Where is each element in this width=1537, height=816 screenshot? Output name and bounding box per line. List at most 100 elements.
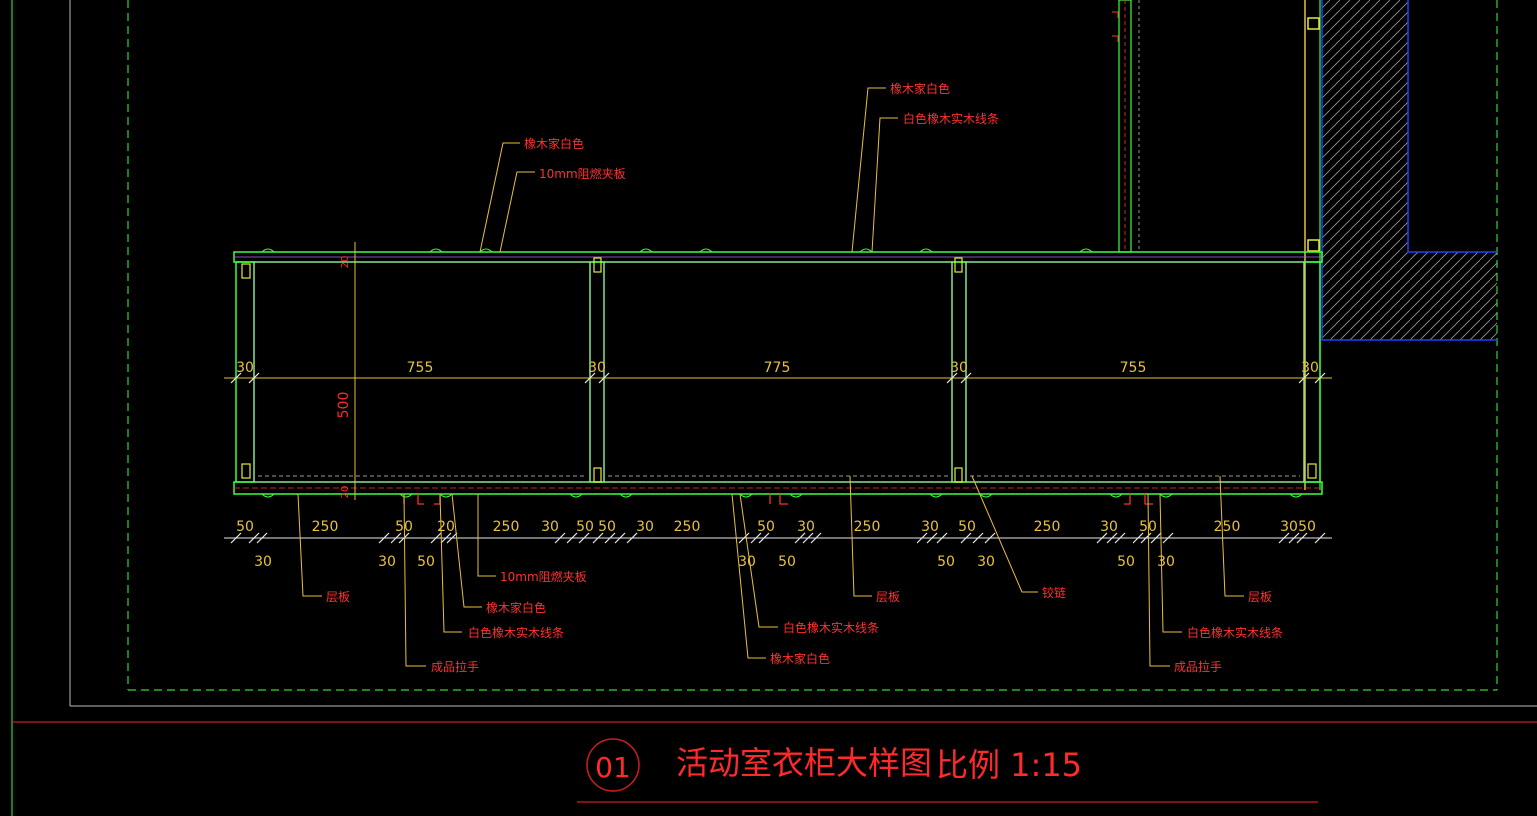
dim-bottom: 50: [236, 519, 254, 535]
wardrobe-plan: [233, 248, 1323, 505]
dimension-tick: [446, 532, 458, 544]
dim-bottom-lower: 50: [1117, 554, 1135, 570]
dim-bottom: 20: [437, 519, 455, 535]
dimension-tick: [794, 532, 806, 544]
annotation-label: 成品拉手: [1174, 659, 1222, 674]
dimension-tick: [398, 532, 410, 544]
dim-top-divider-2: 30: [950, 360, 968, 376]
dimension-tick: [390, 532, 402, 544]
dimension-tick: [1298, 372, 1310, 384]
dim-bottom: 250: [674, 519, 701, 535]
dimension-lines: [224, 242, 1332, 544]
dimension-tick: [1314, 372, 1326, 384]
dimension-tick: [946, 372, 958, 384]
dim-bottom-lower: 30: [378, 554, 396, 570]
dimension-tick: [738, 532, 750, 544]
dimension-tick: [626, 532, 638, 544]
dim-bottom: 50: [598, 519, 616, 535]
title-block: 01 活动室衣柜大样图 比例 1:15: [577, 738, 1318, 803]
dim-bottom: 50: [958, 519, 976, 535]
annotation-label: 橡木家白色: [890, 81, 950, 96]
dim-bottom: 250: [1214, 519, 1241, 535]
annotation-label: 层板: [1248, 590, 1272, 604]
drawing-title: 活动室衣柜大样图: [676, 744, 932, 782]
dim-bottom: 30: [797, 519, 815, 535]
dim-bottom: 250: [312, 519, 339, 535]
dimension-tick: [578, 532, 590, 544]
dim-top-bay-2: 775: [764, 360, 791, 376]
bottom-dimensions-upper: 50 250 50 20 250 30 50 50 30 250 50 30 2…: [236, 519, 1316, 535]
annotation-label: 橡木家白色: [770, 651, 830, 666]
dimension-tick: [566, 532, 578, 544]
dim-bottom: 30: [636, 519, 654, 535]
dim-top-bay-1: 755: [407, 360, 434, 376]
dim-bottom-lower: 30: [254, 554, 272, 570]
dimension-tick: [1150, 532, 1162, 544]
dimension-tick: [1140, 532, 1152, 544]
bottom-dimensions-lower: 30 30 50 30 50 50 30 50 30: [254, 554, 1175, 570]
dimension-tick: [554, 532, 566, 544]
dim-top-side-left: 30: [236, 360, 254, 376]
dimension-tick: [960, 372, 972, 384]
annotation-label: 白色橡木实木线条: [468, 625, 564, 640]
annotation-label: 橡木家白色: [486, 600, 546, 615]
annotation-label: 白色橡木实木线条: [903, 111, 999, 126]
dimension-tick: [598, 372, 610, 384]
dimension-tick: [256, 532, 268, 544]
annotation-label: 白色橡木实木线条: [1187, 625, 1283, 640]
dim-top-bay-3: 755: [1120, 360, 1147, 376]
dimension-tick: [614, 532, 626, 544]
dim-bottom: 30: [921, 519, 939, 535]
dim-bottom: 50: [1298, 519, 1316, 535]
annotation-label: 成品拉手: [431, 659, 479, 674]
leader-lines: [297, 87, 1244, 667]
annotation-label: 层板: [876, 590, 900, 604]
dim-bottom-lower: 50: [417, 554, 435, 570]
dimension-tick: [604, 532, 616, 544]
dimension-tick: [802, 532, 814, 544]
annotations-top: 橡木家白色 10mm阻燃夹板 橡木家白色 白色橡木实木线条: [524, 81, 999, 181]
dim-depth-bottom: 20: [340, 486, 351, 499]
dim-top-side-right: 30: [1301, 360, 1319, 376]
dimension-tick: [230, 372, 242, 384]
dimension-tick: [1162, 532, 1174, 544]
dim-bottom: 250: [854, 519, 881, 535]
dimension-tick: [758, 532, 770, 544]
dimension-tick: [248, 532, 260, 544]
dimension-tick: [584, 372, 596, 384]
drawing-number: 01: [595, 751, 631, 784]
dim-bottom: 30: [541, 519, 559, 535]
dim-bottom-lower: 30: [1157, 554, 1175, 570]
dimension-tick: [440, 532, 452, 544]
dimension-tick: [592, 532, 604, 544]
dimension-tick: [810, 532, 822, 544]
dim-bottom: 250: [1034, 519, 1061, 535]
dimension-tick: [1296, 532, 1308, 544]
dim-depth: 500: [336, 392, 352, 419]
dimension-tick: [1314, 532, 1326, 544]
annotation-label: 白色橡木实木线条: [783, 620, 879, 635]
dim-bottom-lower: 30: [977, 554, 995, 570]
annotation-label: 10mm阻燃夹板: [500, 569, 587, 584]
drawing-frame: [11, 0, 1537, 816]
dim-bottom: 50: [576, 519, 594, 535]
dimension-tick: [430, 532, 442, 544]
top-dimensions: 30 755 30 775 30 755 30 500 20 20: [236, 256, 1319, 499]
dimension-tick: [1288, 532, 1300, 544]
dim-bottom-lower: 30: [738, 554, 756, 570]
dimension-tick: [750, 532, 762, 544]
dim-bottom: 30: [1280, 519, 1298, 535]
drawing-number-circle: [586, 738, 640, 792]
dim-bottom-lower: 50: [778, 554, 796, 570]
annotations-bottom: 层板 10mm阻燃夹板 橡木家白色 白色橡木实木线条 成品拉手 白色橡木实木线条…: [326, 569, 1283, 674]
wall-section: [1321, 0, 1497, 341]
dimension-tick: [936, 532, 948, 544]
dimension-tick: [1114, 532, 1126, 544]
annotation-label: 橡木家白色: [524, 136, 584, 151]
dim-depth-top: 20: [340, 256, 351, 269]
drawing-scale: 比例 1:15: [936, 746, 1082, 784]
dim-bottom-lower: 50: [937, 554, 955, 570]
dimension-tick: [1096, 532, 1108, 544]
dimension-tick: [248, 372, 260, 384]
